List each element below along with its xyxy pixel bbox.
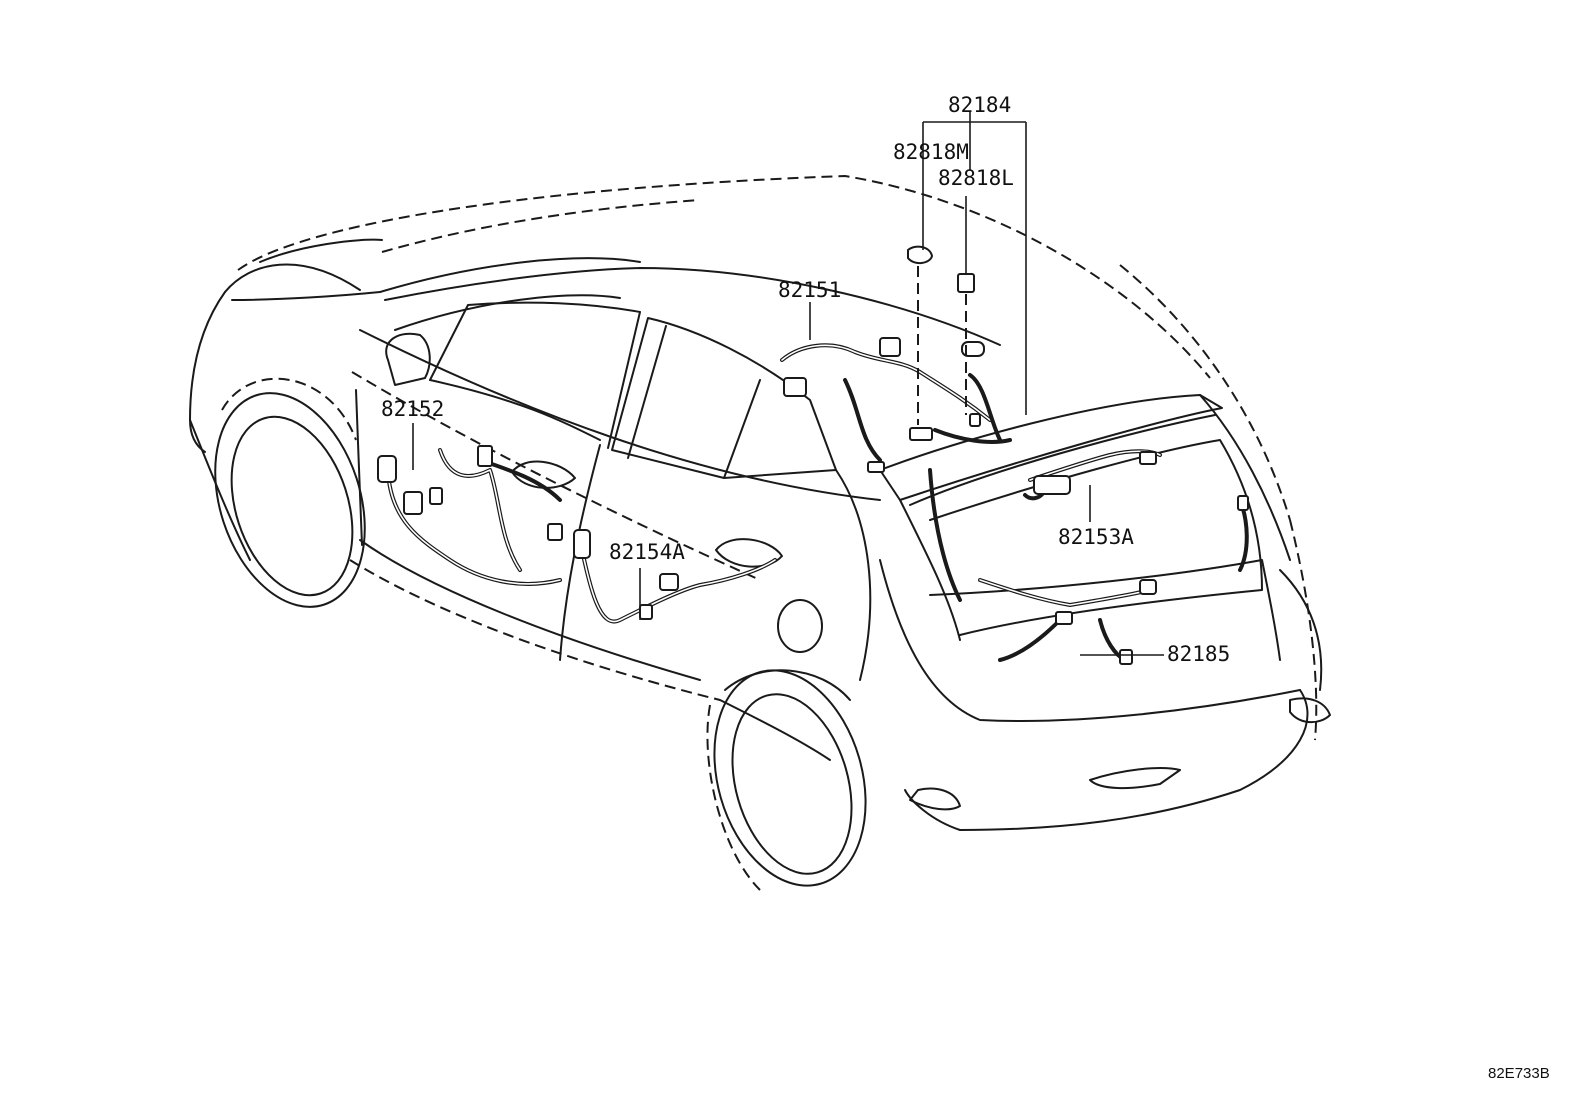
vehicle-body-outline <box>189 175 1331 891</box>
callout-82154A: 82154A <box>609 540 685 564</box>
callout-82152: 82152 <box>381 397 445 421</box>
harness-back-door <box>928 449 1249 602</box>
callout-82151: 82151 <box>778 278 842 302</box>
harness-rear-lamp <box>978 578 1157 665</box>
callout-82184: 82184 <box>948 93 1012 117</box>
callout-82818L: 82818L <box>938 166 1014 190</box>
callout-82818M: 82818M <box>893 140 969 164</box>
diagram-code: 82E733B <box>1488 1065 1550 1082</box>
callout-82153A: 82153A <box>1058 525 1134 549</box>
clamp-82818M-part <box>907 245 934 425</box>
harness-roof <box>780 337 1012 473</box>
clamp-82818L-part <box>957 273 981 427</box>
harness-front-door <box>377 445 563 586</box>
callout-82185: 82185 <box>1167 642 1231 666</box>
leader-lines <box>412 112 1164 656</box>
